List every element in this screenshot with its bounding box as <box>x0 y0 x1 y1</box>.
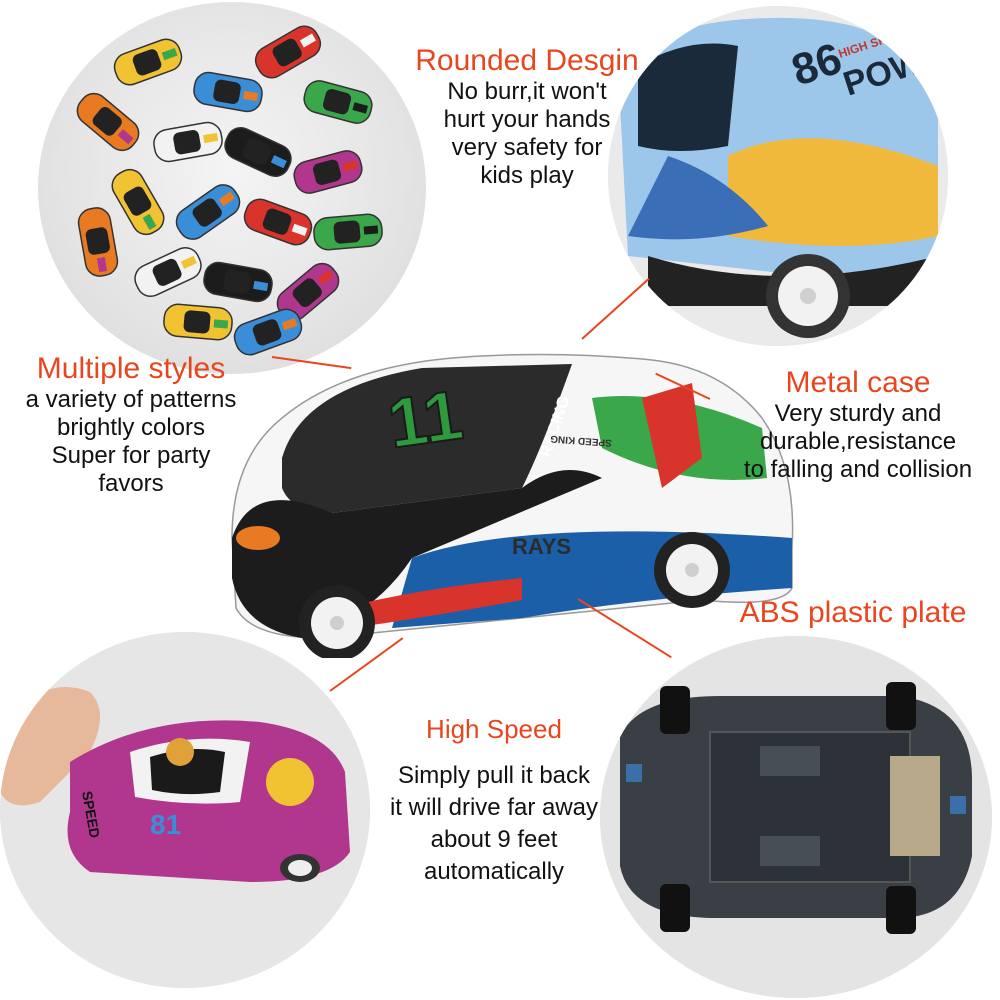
toy-car <box>233 308 303 356</box>
purple-number-text: 81 <box>150 809 181 840</box>
toy-car <box>203 261 273 303</box>
car-collection-photo <box>38 2 426 374</box>
multiple-styles-callout: Multiple styles a variety of patterns br… <box>0 352 262 498</box>
abs-plate-photo <box>600 636 992 998</box>
car-pile-illustration <box>76 25 383 356</box>
toy-car <box>111 168 165 236</box>
high-speed-photo: 81 SPEED <box>0 632 370 988</box>
high-speed-line: automatically <box>423 858 565 885</box>
rounded-design-title: Rounded Desgin <box>415 44 639 77</box>
toy-car <box>293 150 363 194</box>
toy-car <box>76 92 140 152</box>
main-car-illustration: 11 RACING SPEED KING RAYS <box>231 353 794 658</box>
metal-case-line: Very sturdy and <box>774 400 942 427</box>
car-number-text: 11 <box>383 375 467 463</box>
toy-car <box>276 262 340 322</box>
metal-case-line: durable,resistance <box>759 428 957 455</box>
high-speed-line: about 9 feet <box>430 826 558 853</box>
rounded-design-closeup-photo: 86 POWER HIGH SPEED <box>608 6 948 346</box>
wheel-icon <box>886 682 916 730</box>
metal-case-title: Metal case <box>785 366 931 399</box>
closeup-car-illustration: 86 POWER HIGH SPEED <box>608 6 948 346</box>
high-speed-line: Simply pull it back <box>397 762 591 789</box>
high-speed-title: High Speed <box>426 714 562 744</box>
rounded-design-line: very safety for <box>451 134 603 161</box>
toy-car <box>77 207 119 277</box>
underside-illustration <box>600 636 992 998</box>
toy-car <box>193 71 263 113</box>
toy-car <box>134 246 202 298</box>
multiple-styles-line: a variety of patterns <box>25 386 237 413</box>
toy-car <box>153 121 223 163</box>
multiple-styles-title: Multiple styles <box>36 352 226 385</box>
toy-car <box>224 126 292 178</box>
multiple-styles-line: brightly colors <box>56 414 206 441</box>
multiple-styles-line: Super for party <box>51 442 211 469</box>
metal-case-line: to falling and collision <box>743 456 973 483</box>
purple-car-illustration: 81 SPEED <box>0 632 370 988</box>
multiple-styles-line: favors <box>98 470 164 497</box>
rounded-design-callout: Rounded Desgin No burr,it won't hurt you… <box>392 44 662 190</box>
leader-line-rounded <box>581 278 650 340</box>
sponsor-text: SPEED KING <box>550 433 613 448</box>
toy-car <box>243 198 313 246</box>
toy-car <box>163 303 233 341</box>
toy-car <box>303 80 373 124</box>
high-speed-callout: High Speed Simply pull it back it will d… <box>360 712 628 886</box>
abs-plate-callout: ABS plastic plate <box>706 596 1000 630</box>
toy-car <box>175 184 241 240</box>
brand-text: RAYS <box>512 534 571 559</box>
wheel-icon <box>886 886 916 934</box>
toy-car <box>313 213 383 251</box>
toy-car <box>113 38 183 86</box>
rounded-design-line: No burr,it won't <box>447 78 607 105</box>
headlight-icon <box>236 526 280 550</box>
rounded-design-line: hurt your hands <box>443 106 611 133</box>
wheel-icon <box>660 686 690 734</box>
abs-plate-title: ABS plastic plate <box>739 596 967 629</box>
rounded-design-line: kids play <box>480 162 574 189</box>
high-speed-line: it will drive far away <box>389 794 599 821</box>
toy-car <box>254 25 322 79</box>
metal-case-callout: Metal case Very sturdy and durable,resis… <box>716 366 1000 484</box>
wheel-icon <box>660 884 690 932</box>
